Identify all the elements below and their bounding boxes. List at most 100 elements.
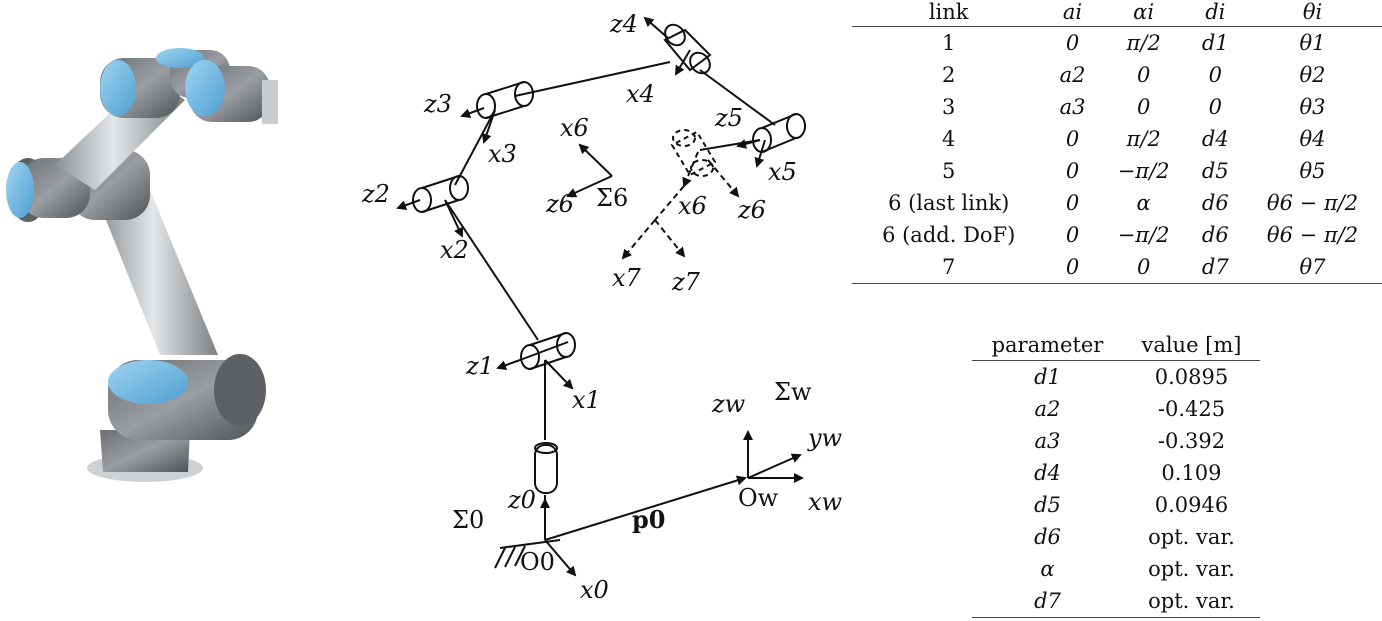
label-x3: x3 [488, 140, 517, 168]
param-name-cell: a2 [1034, 397, 1061, 421]
label-z3: z3 [423, 90, 452, 118]
param-value-cell: -0.392 [1157, 429, 1226, 453]
dh-cell: 5 [942, 159, 956, 183]
dh-cell: 0 [1208, 95, 1222, 119]
table-row: a3 -0.392 [972, 425, 1260, 457]
param-value-cell: 0.109 [1161, 461, 1222, 485]
label-x0: x0 [580, 576, 609, 604]
dh-cell: −π/2 [1117, 159, 1170, 183]
table-row: d4 0.109 [972, 457, 1260, 489]
dh-cell: 0 [1045, 251, 1100, 284]
dh-cell: d6 [1201, 191, 1229, 215]
kinematic-diagram: z0 x0 O0 Σ0 z1 x1 z2 x2 z3 x3 z4 x4 z5 x… [361, 10, 843, 604]
dh-table-header: link ai αi di θi [852, 0, 1382, 27]
dh-header-theta: θi [1243, 0, 1382, 27]
param-table-header: parameter value [m] [972, 330, 1260, 361]
param-value-cell: 0.0946 [1154, 493, 1229, 517]
dh-cell: θ6 − π/2 [1266, 191, 1359, 215]
param-name-cell: d5 [1034, 493, 1061, 517]
table-row: 5 0 −π/2 d5 θ5 [852, 155, 1382, 187]
dh-cell: α [1136, 191, 1151, 215]
dh-cell: d6 [1201, 223, 1229, 247]
dh-cell: d4 [1201, 127, 1229, 151]
label-x6-dashed: x6 [678, 192, 707, 220]
param-header-value: value [m] [1122, 330, 1260, 361]
dh-cell: −π/2 [1117, 223, 1170, 247]
dh-cell: 0 [1136, 63, 1151, 87]
dh-cell: θ1 [1299, 31, 1326, 55]
dh-cell: d1 [1201, 31, 1229, 55]
label-z0: z0 [507, 486, 536, 514]
param-name-cell: α [1040, 557, 1055, 581]
dh-cell: 0 [1136, 95, 1151, 119]
dh-cell: 2 [942, 63, 956, 87]
dh-cell: π/2 [1126, 127, 1161, 151]
label-x4: x4 [626, 80, 655, 108]
label-x2: x2 [440, 236, 469, 264]
param-value-cell: opt. var. [1148, 525, 1235, 549]
dh-header-link: link [852, 0, 1046, 27]
label-x5: x5 [768, 158, 797, 186]
dh-cell: 6 (add. DoF) [882, 223, 1016, 247]
table-row: 2 a2 0 0 θ2 [852, 59, 1382, 91]
table-row: 1 0 π/2 d1 θ1 [852, 27, 1382, 60]
dh-cell: d7 [1187, 251, 1244, 284]
param-value-cell: -0.425 [1157, 397, 1226, 421]
dh-cell: 0 [1065, 31, 1080, 55]
label-z4: z4 [609, 10, 638, 38]
label-sigma0: Σ0 [452, 506, 484, 534]
label-xw: xw [808, 488, 843, 516]
dh-cell: 4 [942, 127, 956, 151]
label-sigma6: Σ6 [596, 184, 628, 212]
dh-header-alpha: αi [1099, 0, 1188, 27]
label-sigmaw: Σw [774, 378, 812, 406]
param-name-cell: d6 [1034, 525, 1061, 549]
dh-cell: 0 [1065, 127, 1080, 151]
dh-header-d: di [1187, 0, 1244, 27]
table-row: d5 0.0946 [972, 489, 1260, 521]
label-p0: p0 [632, 505, 665, 534]
label-O0: O0 [520, 548, 555, 576]
dh-cell: θ7 [1243, 251, 1382, 284]
param-name-cell: d4 [1034, 461, 1061, 485]
param-name-cell: a3 [1034, 429, 1061, 453]
label-z6-solid: z6 [545, 190, 574, 218]
dh-cell: d5 [1201, 159, 1229, 183]
dh-cell: π/2 [1126, 31, 1161, 55]
table-row: 6 (last link) 0 α d6 θ6 − π/2 [852, 187, 1382, 219]
dh-cell: a2 [1059, 63, 1086, 87]
param-value-cell: 0.0895 [1154, 365, 1229, 389]
dh-cell: 0 [1065, 223, 1080, 247]
label-z1: z1 [465, 352, 494, 380]
dh-cell: 7 [852, 251, 1046, 284]
robot-arm-image [6, 48, 278, 482]
label-Ow: Ow [738, 484, 779, 512]
label-x1: x1 [572, 386, 601, 414]
label-yw: yw [807, 424, 843, 452]
dh-cell: 0 [1065, 191, 1080, 215]
param-value-cell: opt. var. [1122, 585, 1260, 618]
label-z6-dashed: z6 [737, 196, 766, 224]
label-z7: z7 [671, 268, 701, 296]
dh-cell: a3 [1059, 95, 1086, 119]
dh-cell: θ2 [1299, 63, 1326, 87]
label-z2: z2 [361, 180, 390, 208]
dh-cell: θ5 [1299, 159, 1326, 183]
dh-cell: θ4 [1299, 127, 1326, 151]
dh-cell: 3 [942, 95, 956, 119]
dh-cell: θ6 − π/2 [1266, 223, 1359, 247]
dh-cell: 0 [1208, 63, 1222, 87]
dh-cell: 0 [1099, 251, 1188, 284]
dh-header-a: ai [1045, 0, 1100, 27]
dh-cell: 1 [942, 31, 956, 55]
dh-cell: 0 [1065, 159, 1080, 183]
label-x7: x7 [612, 264, 642, 292]
dh-cell: 6 (last link) [888, 191, 1010, 215]
